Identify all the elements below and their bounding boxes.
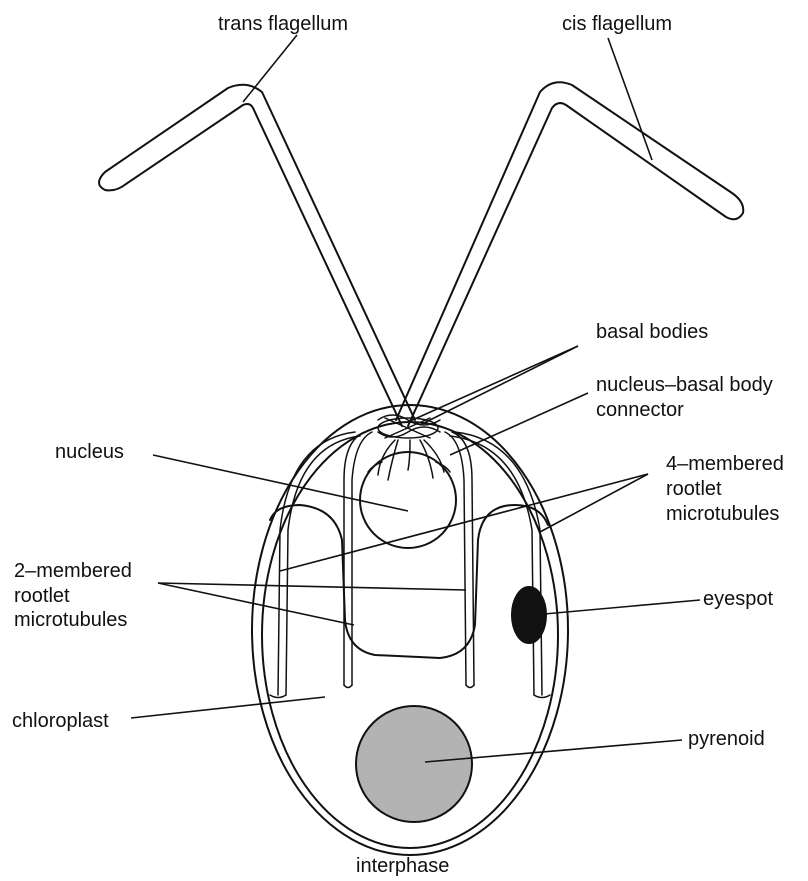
label-four-membered-line2: rootlet xyxy=(666,478,722,500)
label-pyrenoid: pyrenoid xyxy=(688,728,765,750)
label-nucleus-basal-body-connector-line2: connector xyxy=(596,399,684,421)
trans-flagellum xyxy=(99,85,415,426)
pyrenoid-body xyxy=(356,706,472,822)
label-four-membered-line1: 4–membered xyxy=(666,453,784,475)
label-two-membered-line3: microtubules xyxy=(14,609,127,631)
label-two-membered-line2: rootlet xyxy=(14,585,70,607)
chloroplast-outline xyxy=(270,505,548,658)
label-cis-flagellum: cis flagellum xyxy=(562,13,672,35)
label-nucleus: nucleus xyxy=(55,441,124,463)
caption-interphase: interphase xyxy=(356,855,449,877)
rootlet-microtubules xyxy=(270,432,550,698)
basal-bodies-apparatus xyxy=(378,415,440,438)
label-eyespot: eyespot xyxy=(703,588,773,610)
label-nucleus-basal-body-connector-line1: nucleus–basal body xyxy=(596,374,773,396)
label-two-membered-line1: 2–membered xyxy=(14,560,132,582)
label-trans-flagellum: trans flagellum xyxy=(218,13,348,35)
label-four-membered-line3: microtubules xyxy=(666,503,779,525)
label-basal-bodies: basal bodies xyxy=(596,321,708,343)
label-chloroplast: chloroplast xyxy=(12,710,109,732)
